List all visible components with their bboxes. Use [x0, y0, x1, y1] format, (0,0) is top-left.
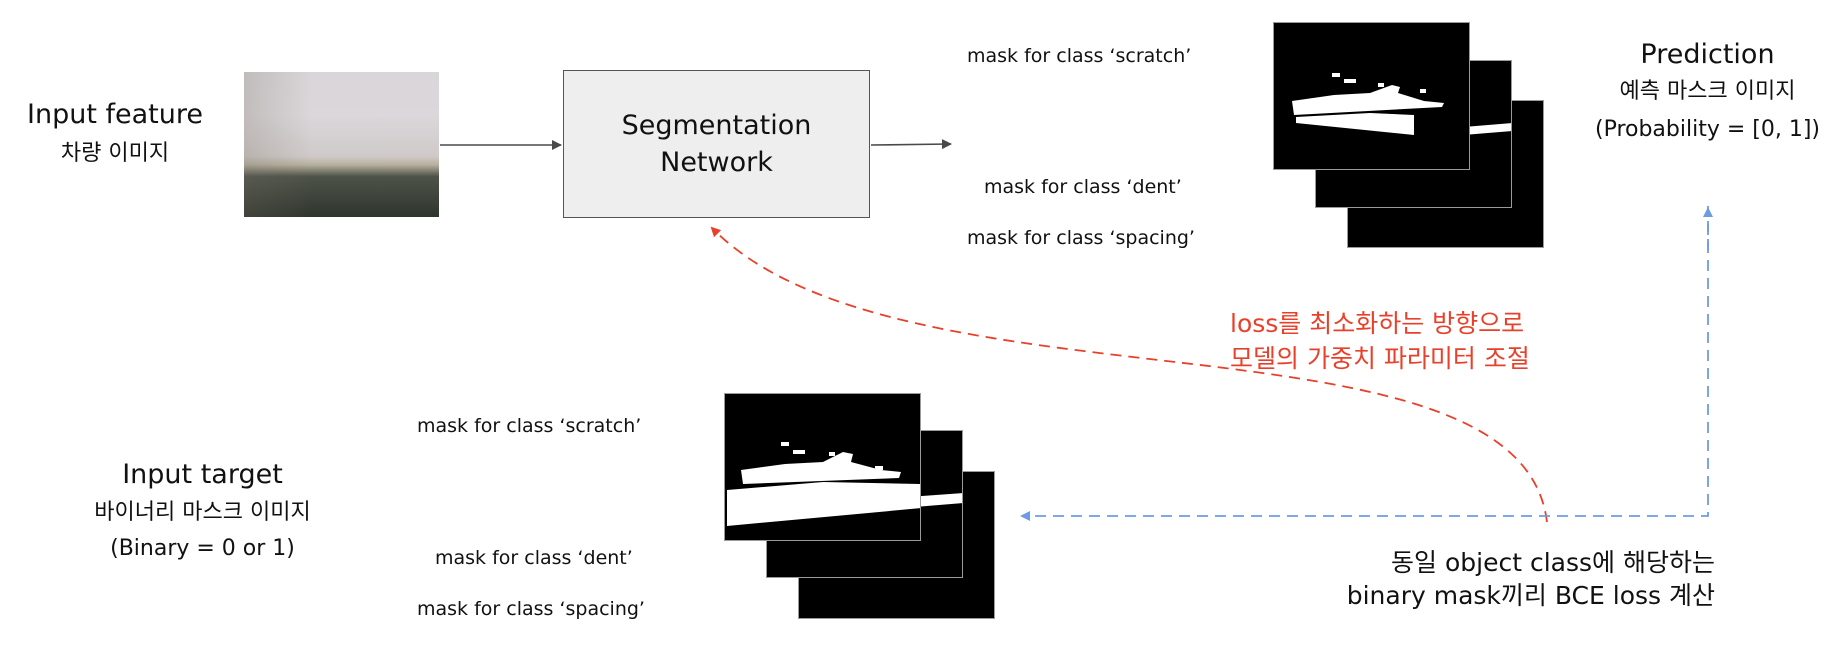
loss-feedback-arrow [710, 226, 1548, 523]
target-scratch-mask-shape [727, 442, 920, 526]
input-feature-subtitle: 차량 이미지 [60, 141, 170, 166]
input-target-note: (Binary = 0 or 1) [110, 536, 295, 561]
prediction-title: Prediction [1640, 39, 1775, 70]
loss-feedback-line1: loss를 최소화하는 방향으로 [1230, 309, 1525, 338]
scratch-mask-shape [1292, 73, 1444, 135]
prediction-note: (Probability = [0, 1]) [1594, 117, 1821, 142]
target-mask-label-scratch: mask for class ‘scratch’ [417, 415, 642, 437]
target-mask-label-dent: mask for class ‘dent’ [435, 547, 633, 569]
bce-line1: 동일 object class에 해당하는 [1391, 548, 1715, 577]
bce-comparison-arrow-to-target [1020, 206, 1709, 521]
arrow-network-to-prediction [870, 139, 952, 150]
prediction-mask-scratch [1273, 22, 1470, 170]
prediction-mask-label-scratch: mask for class ‘scratch’ [967, 45, 1192, 67]
target-mask-scratch [724, 393, 921, 541]
segmentation-network-box: Segmentation Network [563, 70, 870, 218]
prediction-mask-label-dent: mask for class ‘dent’ [984, 176, 1182, 198]
network-label-line1: Segmentation [621, 110, 812, 141]
network-label-line2: Network [660, 147, 773, 178]
input-target-title: Input target [122, 459, 283, 490]
bce-line2: binary mask끼리 BCE loss 계산 [1346, 581, 1715, 610]
target-mask-label-spacing: mask for class ‘spacing’ [417, 598, 645, 620]
loss-feedback-line2: 모델의 가중치 파라미터 조절 [1230, 344, 1530, 373]
prediction-subtitle: 예측 마스크 이미지 [1619, 79, 1796, 104]
input-feature-title: Input feature [27, 99, 203, 130]
car-input-photo [244, 72, 439, 217]
input-target-subtitle: 바이너리 마스크 이미지 [94, 500, 311, 525]
prediction-mask-label-spacing: mask for class ‘spacing’ [967, 227, 1195, 249]
